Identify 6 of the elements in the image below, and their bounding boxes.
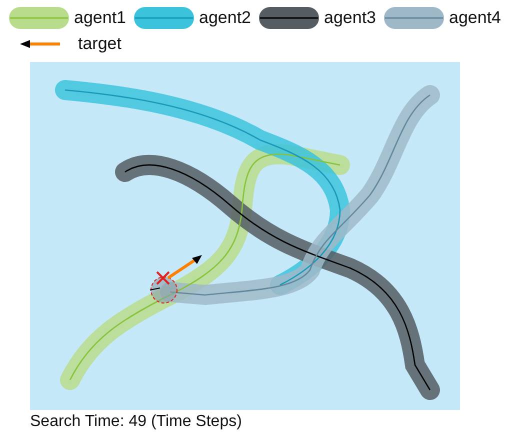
- legend-label: agent2: [199, 8, 251, 28]
- legend-label: target: [78, 34, 122, 54]
- legend-label: agent3: [324, 8, 376, 28]
- legend-label: agent1: [74, 8, 126, 28]
- legend-label: agent4: [449, 8, 501, 28]
- caption: Search Time: 49 (Time Steps): [30, 413, 242, 431]
